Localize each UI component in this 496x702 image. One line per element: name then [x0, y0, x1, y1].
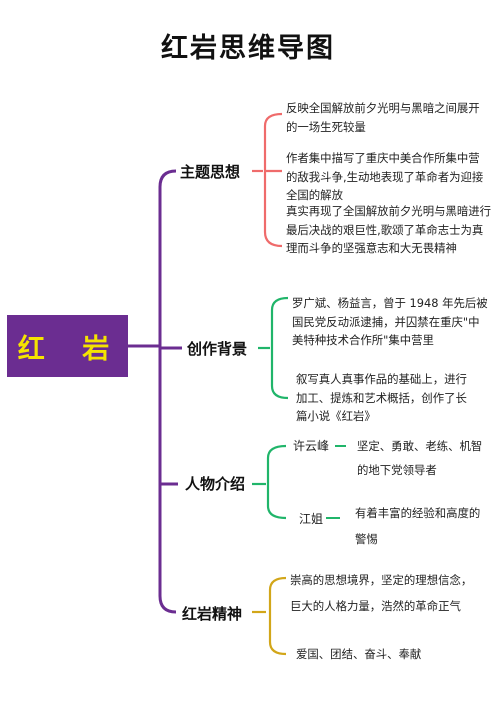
page-title: 红岩思维导图	[161, 33, 335, 64]
branch1-bracket	[263, 112, 283, 248]
root-node: 红 岩	[7, 315, 128, 377]
main-trunk	[158, 169, 177, 614]
person-name-1: 许云峰	[293, 439, 330, 453]
theme-leaf-3: 真实再现了全国解放前夕光明与黑暗进行最后决战的艰巨性,歌颂了革命志士为真理而斗争…	[286, 204, 492, 255]
branch2-bracket	[270, 296, 289, 400]
theme-leaf-1: 反映全国解放前夕光明与黑暗之间展开的一场生死较量	[286, 101, 480, 134]
branch-spirit: 红岩精神	[182, 605, 243, 623]
branch4-bracket	[268, 576, 287, 656]
person-name-2: 江姐	[299, 512, 324, 526]
spirit-leaf-2: 巨大的人格力量，浩然的革命正气	[290, 599, 461, 613]
person-desc-1: 坚定、勇敢、老练、机智的地下党领导者	[357, 439, 483, 477]
person-desc-2: 有着丰富的经验和高度的警惕	[355, 506, 481, 546]
branch-characters: 人物介绍	[185, 475, 246, 493]
background-leaf-1: 罗广斌、杨益言，曾于 1948 年先后被国民党反动派逮捕，并囚禁在重庆"中美特种…	[292, 296, 488, 347]
spirit-leaf-1: 崇高的思想境界，坚定的理想信念，	[290, 573, 473, 587]
branch-theme: 主题思想	[180, 163, 241, 181]
branch-background: 创作背景	[187, 340, 248, 358]
background-leaf-2: 叙写真人真事作品的基础上，进行加工、提炼和艺术概括，创作了长篇小说《红岩》	[296, 372, 467, 423]
spirit-leaf-3: 爱国、团结、奋斗、奉献	[296, 647, 422, 661]
theme-leaf-2: 作者集中描写了重庆中美合作所集中营的敌我斗争,生动地表现了革命者为迎接全国的解放	[286, 151, 484, 202]
branch3-bracket	[266, 444, 287, 520]
